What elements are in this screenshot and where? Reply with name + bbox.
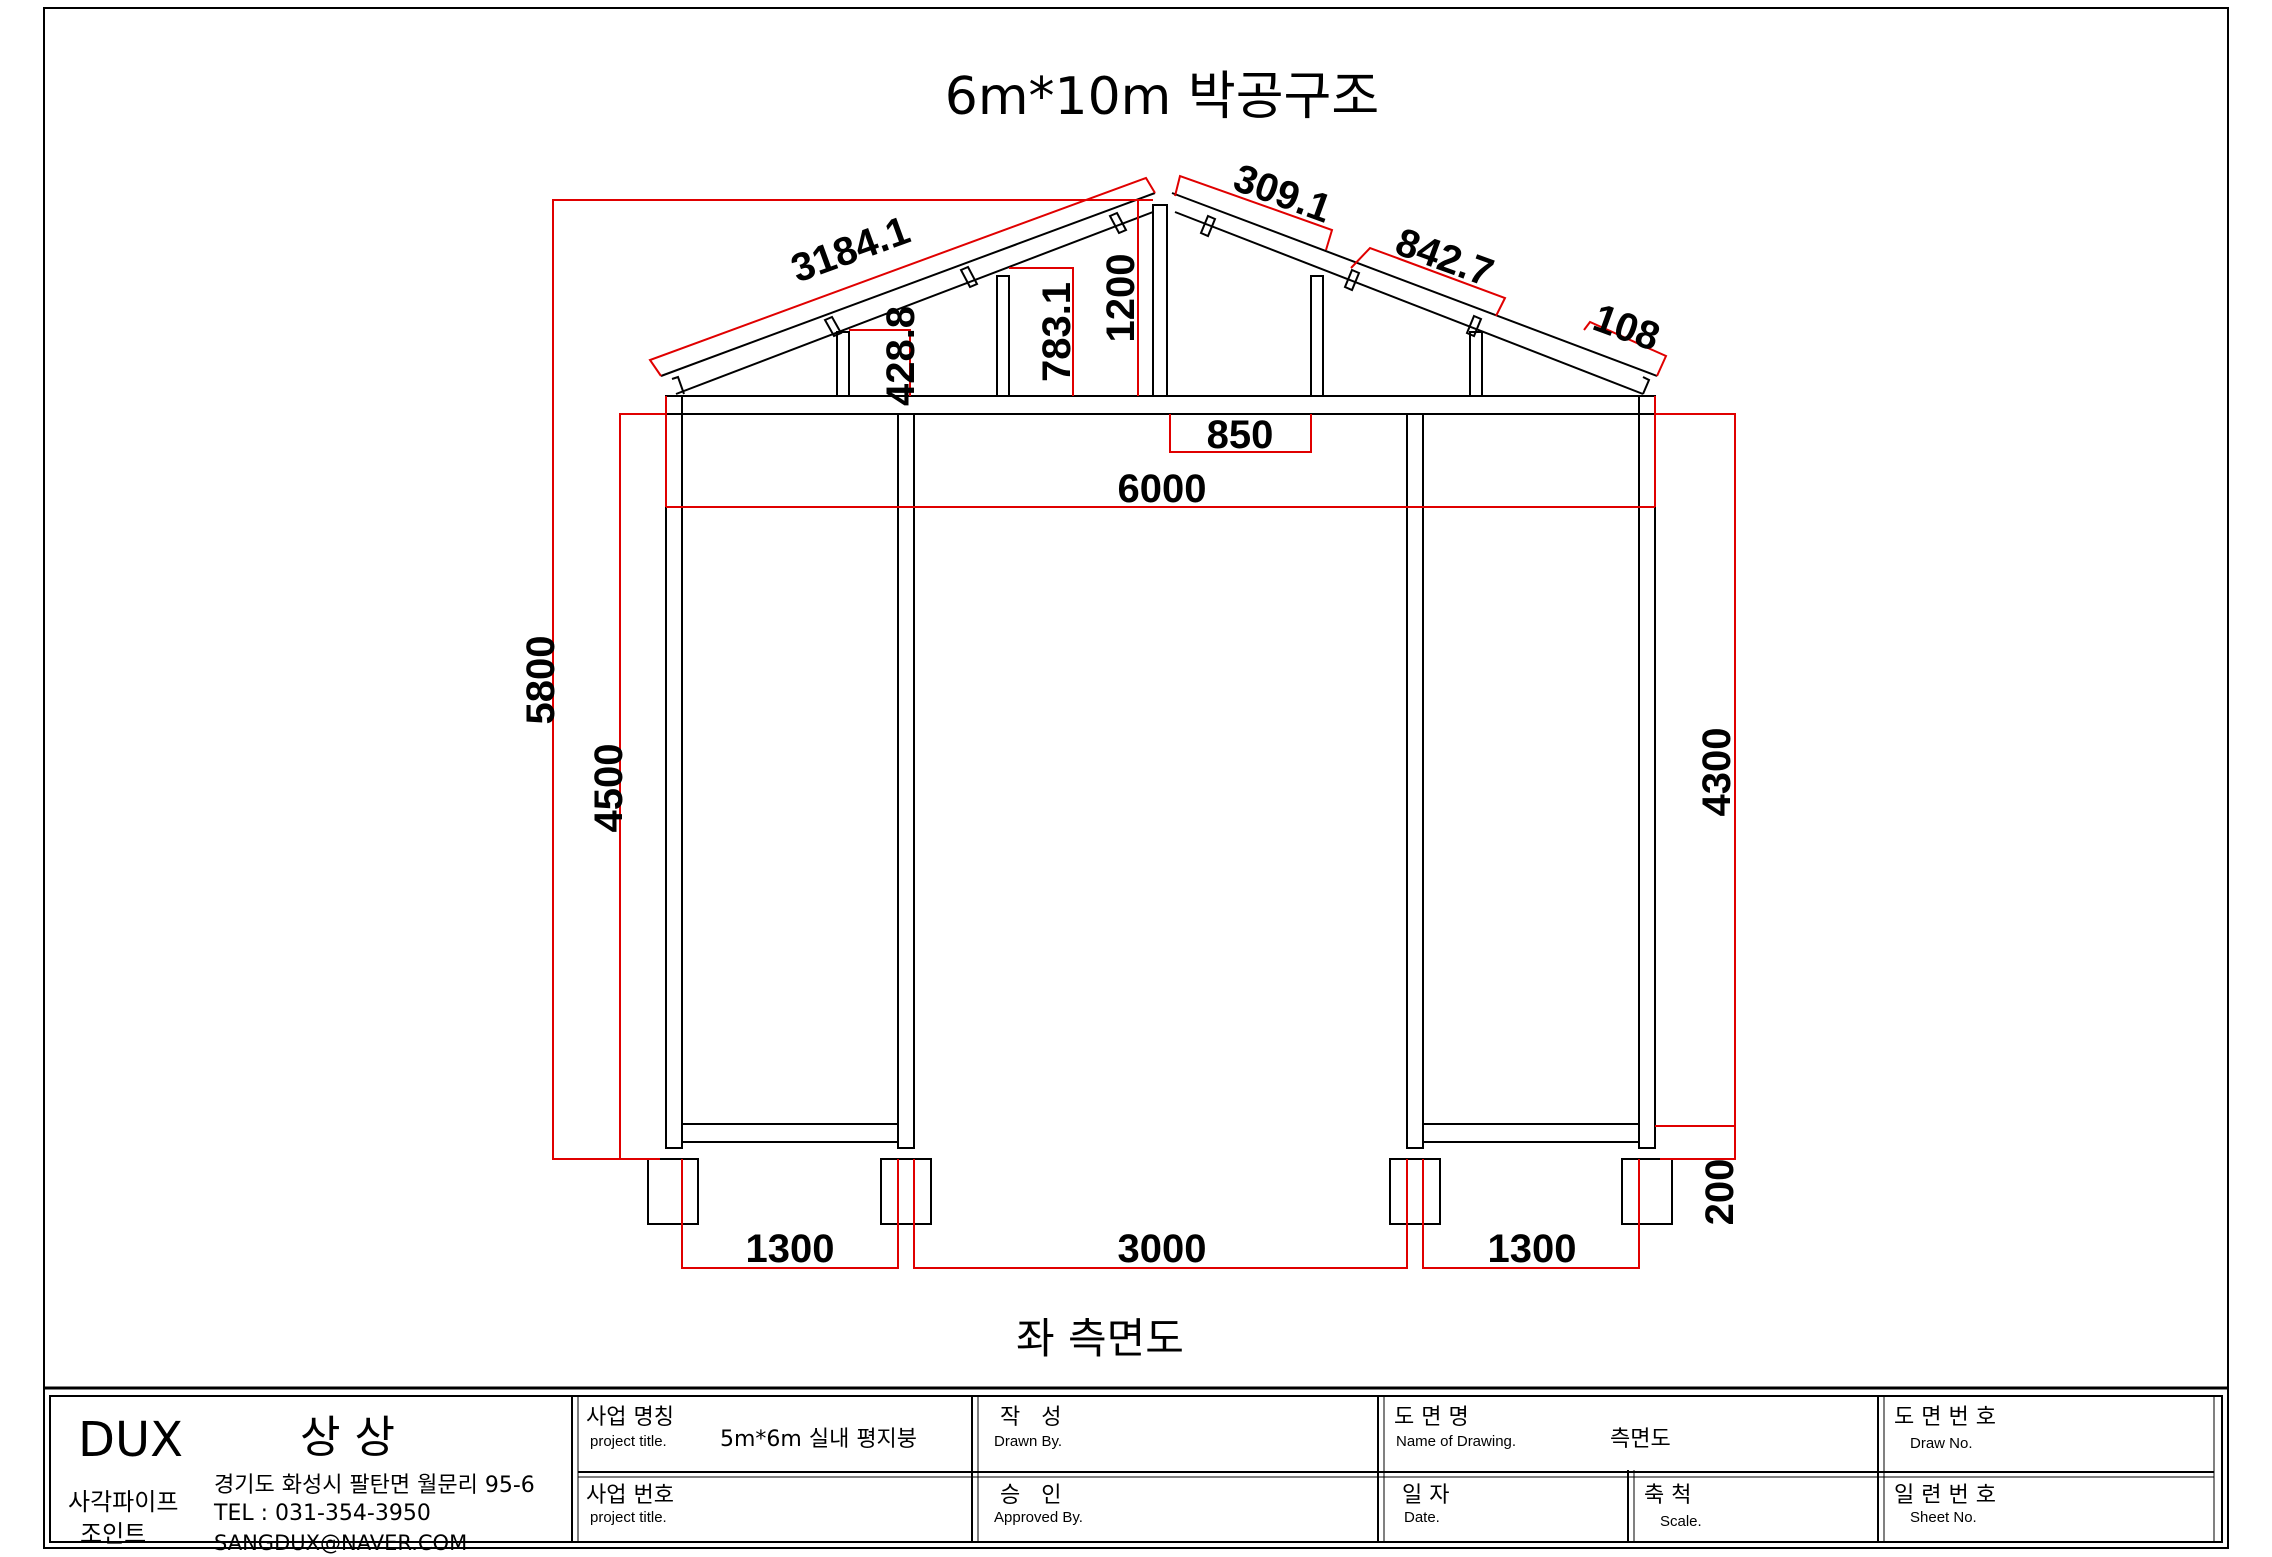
title-block	[44, 1386, 2228, 1543]
sheet-no-label: 일 련 번 호	[1894, 1483, 1996, 1508]
company-logo: DUX	[78, 1412, 183, 1468]
draw-no-sub: Draw No.	[1910, 1435, 1973, 1452]
company-name: 상 상	[300, 1412, 395, 1463]
dim-total-height: 5800	[519, 636, 563, 725]
drawing-name-value: 측면도	[1610, 1427, 1671, 1452]
project-name-label: 사업 명칭	[586, 1405, 674, 1430]
right-rafter-inner	[1174, 211, 1644, 395]
company-email: SANGDUX@NAVER.COM	[214, 1531, 467, 1555]
project-name-value: 5m*6m 실내 평지붕	[720, 1427, 917, 1452]
approved-sub: Approved By.	[994, 1509, 1083, 1526]
left-rafter-inner	[675, 211, 1154, 395]
dim-bay-left: 1300	[746, 1227, 835, 1271]
right-rafter-outer	[1171, 192, 1658, 377]
sheet-no-sub: Sheet No.	[1910, 1509, 1977, 1526]
column-2	[897, 413, 915, 1149]
column-3	[1406, 413, 1424, 1149]
drawing-title: 6m*10m 박공구조	[945, 67, 1379, 127]
scale-label: 축 척	[1644, 1483, 1691, 1508]
dim-king-post: 1200	[1099, 254, 1143, 343]
title-block-text: DUX 상 상 사각파이프 조인트 경기도 화성시 팔탄면 월문리 95-6 T…	[68, 1405, 1996, 1555]
post-left-1	[836, 331, 850, 397]
date-sub: Date.	[1404, 1509, 1440, 1526]
scale-sub: Scale.	[1660, 1513, 1702, 1530]
project-no-label: 사업 번호	[586, 1483, 674, 1508]
company-tel: TEL : 031-354-3950	[213, 1501, 431, 1526]
drawn-label: 작 성	[1000, 1405, 1061, 1430]
dim-post-mid: 783.1	[1035, 282, 1079, 382]
dim-bay-center: 3000	[1118, 1227, 1207, 1271]
left-rafter-outer	[660, 192, 1156, 377]
dim-footing: 200	[1698, 1159, 1742, 1226]
date-label: 일 자	[1402, 1483, 1449, 1508]
dim-post-short: 428.8	[879, 306, 923, 406]
draw-no-label: 도 면 번 호	[1894, 1405, 1996, 1430]
sheet-border	[43, 7, 2229, 1549]
dimension-lines	[552, 174, 1736, 1269]
dim-left-wall: 4500	[587, 744, 631, 833]
column-1	[665, 395, 683, 1149]
footing-4	[1621, 1158, 1673, 1225]
company-type-2: 조인트	[80, 1520, 146, 1548]
dim-ridge-span: 850	[1207, 413, 1274, 457]
view-name: 좌 측면도	[1016, 1314, 1184, 1363]
project-no-sub: project title.	[590, 1509, 667, 1526]
drawing-name-sub: Name of Drawing.	[1396, 1433, 1516, 1450]
project-name-sub: project title.	[590, 1433, 667, 1450]
post-right-2	[1469, 331, 1483, 397]
post-right-1	[1310, 275, 1324, 397]
dim-total-width: 6000	[1118, 467, 1207, 511]
dim-rafter-length: 3184.1	[786, 208, 916, 291]
dim-rafter-mid: 842.7	[1390, 220, 1499, 296]
king-post	[1152, 204, 1168, 397]
drawn-sub: Drawn By.	[994, 1433, 1062, 1450]
company-type-1: 사각파이프	[68, 1488, 178, 1516]
column-4	[1638, 395, 1656, 1149]
dim-bay-right: 1300	[1488, 1227, 1577, 1271]
footing-3	[1389, 1158, 1441, 1225]
company-address: 경기도 화성시 팔탄면 월문리 95-6	[214, 1473, 535, 1498]
approved-label: 승 인	[1000, 1483, 1061, 1508]
drawing-name-label: 도 면 명	[1394, 1405, 1469, 1430]
truss-structure	[647, 192, 1673, 1225]
footing-1	[647, 1158, 699, 1225]
post-left-2	[996, 275, 1010, 397]
dim-eave-seg: 108	[1588, 296, 1666, 360]
dim-right-wall: 4300	[1695, 728, 1739, 817]
footing-2	[880, 1158, 932, 1225]
dimension-labels: 3184.1 309.1 842.7 108 1200 783.1 428.8 …	[519, 156, 1742, 1271]
